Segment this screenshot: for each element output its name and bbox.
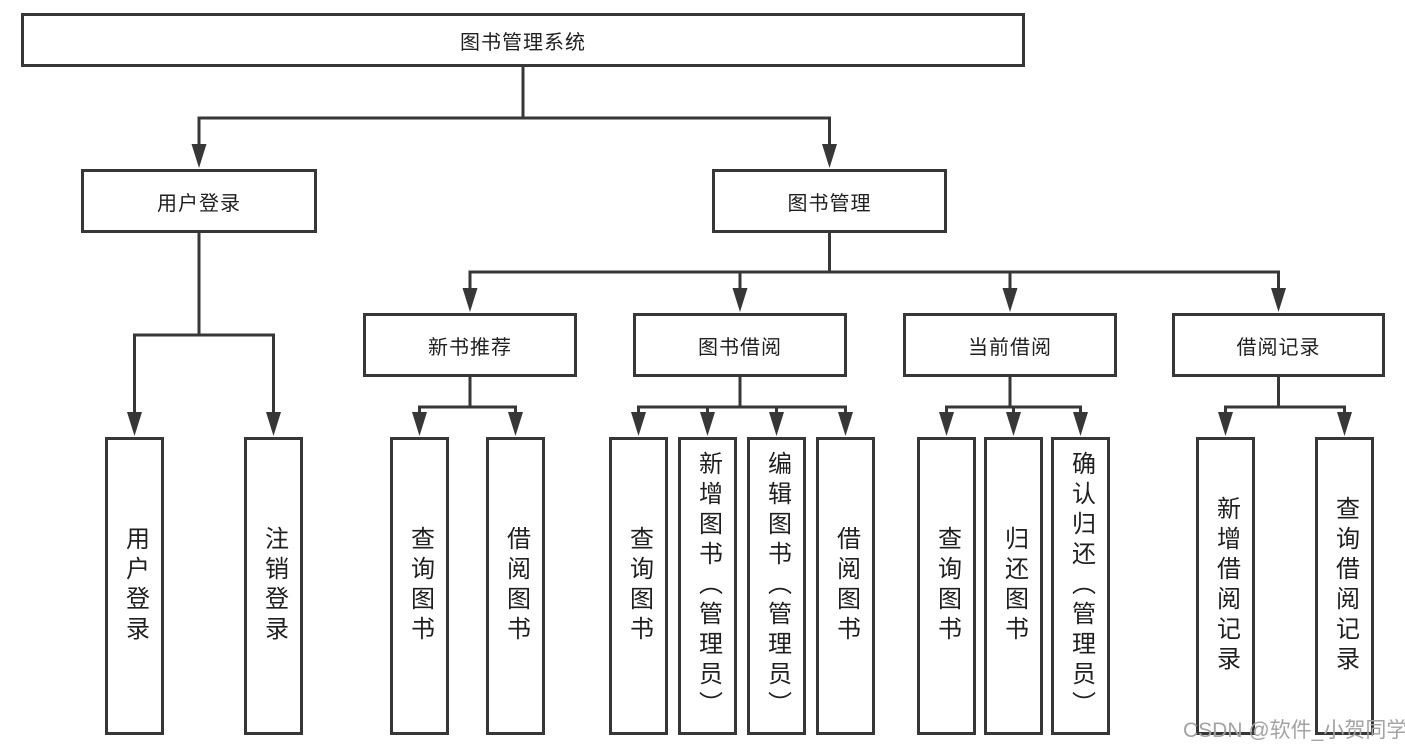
leaf-borrow-query-book: 查询图书 [609, 437, 668, 735]
node-library-system: 图书管理系统 [21, 13, 1025, 67]
leaf-current-query-book: 查询图书 [917, 437, 976, 735]
node-book-management-label: 图书管理 [787, 192, 872, 215]
node-new-book-recommend: 新书推荐 [363, 313, 577, 377]
node-book-management: 图书管理 [712, 169, 947, 233]
node-new-book-recommend-label: 新书推荐 [428, 336, 512, 359]
node-library-system-label: 图书管理系统 [460, 31, 586, 54]
node-current-borrow-label: 当前借阅 [968, 336, 1052, 359]
watermark: CSDN @软件_小贺同学 [1183, 719, 1405, 742]
node-user-login-label: 用户登录 [157, 192, 241, 215]
leaf-borrow-borrow-book: 借阅图书 [816, 437, 875, 735]
leaf-record-query-borrow-record: 查询借阅记录 [1315, 437, 1374, 735]
leaf-borrow-edit-book-admin: 编辑图书（管理员） [747, 437, 806, 735]
leaf-logout-login: 注销登录 [244, 437, 303, 735]
leaf-current-return-book: 归还图书 [984, 437, 1043, 735]
node-user-login: 用户登录 [81, 169, 317, 233]
node-book-borrow-label: 图书借阅 [698, 336, 782, 359]
leaf-user-login: 用户登录 [105, 437, 164, 735]
leaf-newrec-query-book: 查询图书 [390, 437, 449, 735]
node-book-borrow: 图书借阅 [633, 313, 847, 377]
leaf-borrow-add-book-admin: 新增图书（管理员） [678, 437, 737, 735]
leaf-current-confirm-return-admin: 确认归还（管理员） [1051, 437, 1110, 735]
leaf-newrec-borrow-book: 借阅图书 [486, 437, 545, 735]
node-borrow-record: 借阅记录 [1172, 313, 1385, 377]
leaf-record-add-borrow-record: 新增借阅记录 [1196, 437, 1255, 735]
node-borrow-record-label: 借阅记录 [1236, 336, 1321, 359]
node-current-borrow: 当前借阅 [903, 313, 1117, 377]
